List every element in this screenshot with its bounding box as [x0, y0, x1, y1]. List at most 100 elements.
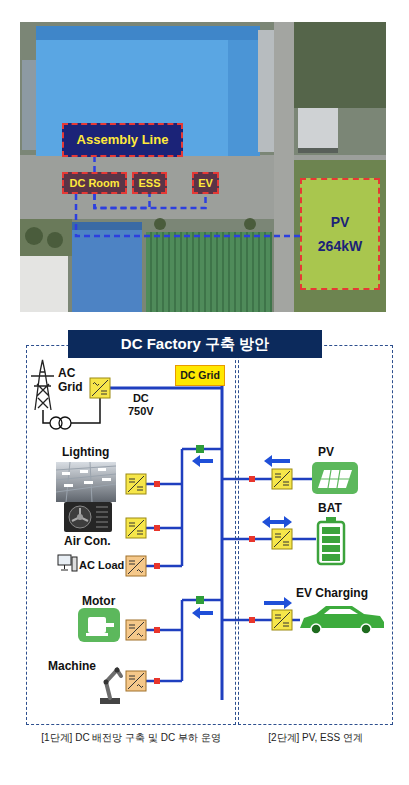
cable-route: [95, 194, 150, 208]
computer-icon: [58, 555, 71, 565]
diagram-title: DC Factory 구축 방안: [121, 335, 269, 352]
aerial-photo: [20, 22, 386, 312]
lighting-icon: [80, 470, 88, 473]
dc-bus-wiring: [146, 484, 182, 681]
lighting-icon: [56, 462, 116, 502]
aerial-photo: [290, 22, 386, 108]
converter-symbol: [90, 378, 110, 398]
aerial-photo: [298, 108, 338, 152]
source-label: BAT: [318, 502, 342, 516]
converter-symbol: [90, 378, 292, 691]
converter-symbol: [272, 610, 292, 630]
robot-icon: [100, 668, 121, 705]
load-label: Air Con.: [64, 535, 111, 549]
pv-icon: [318, 470, 352, 488]
junction-symbol: [196, 445, 204, 604]
load-label: Machine: [48, 660, 96, 674]
air-conditioner-icon: [77, 514, 83, 520]
box-text: PV: [331, 214, 350, 230]
flow-arrow: [192, 455, 292, 619]
load-label: AC Load: [79, 559, 124, 572]
breaker-symbol: [154, 476, 255, 684]
flow-arrow: [192, 455, 213, 467]
area-box: EV: [192, 172, 219, 194]
transformer-symbol: [59, 417, 71, 429]
pv-icon: [312, 462, 358, 494]
aerial-photo: [20, 256, 68, 312]
transformer-symbol: [43, 410, 50, 423]
pv-icon: [321, 470, 349, 488]
area-box: Assembly Line: [62, 123, 183, 157]
computer-icon: [72, 557, 77, 571]
flow-arrow: [262, 516, 292, 528]
aerial-photo: [146, 232, 272, 312]
aerial-photo: [154, 218, 166, 230]
region-heading: [1단계] DC 배전망 구축 및 DC 부하 운영: [41, 732, 220, 744]
aerial-photo: [228, 40, 260, 156]
region-heading: [2단계] PV, ESS 연계: [268, 732, 363, 744]
converter-symbol: [272, 469, 292, 489]
junction-symbol: [196, 445, 204, 453]
aerial-photo: [244, 218, 256, 230]
aerial-photo: [72, 222, 142, 230]
dc-grid-box: DC Grid: [175, 365, 225, 386]
flow-arrow: [264, 597, 292, 609]
robot-icon: [115, 668, 120, 673]
air-conditioner-icon: [64, 502, 112, 532]
power-pylon: [31, 360, 54, 410]
battery-icon: [322, 545, 340, 552]
flow-arrow: [192, 607, 213, 619]
breaker-symbol: [249, 536, 255, 542]
air-conditioner-icon: [69, 506, 91, 528]
aerial-photo: [36, 26, 260, 156]
dc-bus-wiring: [182, 449, 222, 600]
battery-icon: [318, 522, 344, 564]
lighting-icon: [102, 478, 111, 481]
aerial-photo: [20, 22, 386, 312]
air-conditioner-icon: [64, 502, 112, 532]
flow-arrow: [264, 455, 290, 467]
air-conditioner-icon: [96, 507, 108, 527]
computer-icon: [61, 565, 68, 570]
aerial-photo: [20, 219, 72, 256]
aerial-photo: [274, 22, 294, 312]
converter-symbol: [126, 518, 146, 538]
aerial-photo: [25, 227, 43, 245]
battery-icon: [318, 517, 344, 564]
motor-icon: [78, 608, 120, 642]
breaker-symbol: [154, 563, 160, 569]
junction-symbol: [196, 596, 204, 604]
load-label: Motor: [82, 595, 115, 609]
dc-bus-wiring: [110, 386, 316, 700]
battery-icon: [322, 527, 340, 534]
motor-icon: [88, 617, 106, 633]
converter-symbol: [126, 556, 146, 576]
aerial-photo: [36, 26, 260, 40]
battery-icon: [322, 554, 340, 561]
breaker-symbol: [249, 476, 255, 482]
breaker-symbol: [154, 481, 160, 487]
motor-icon: [86, 633, 108, 636]
breaker-symbol: [154, 678, 160, 684]
ev-car-icon: [361, 624, 371, 634]
load-label: Lighting: [62, 446, 109, 460]
converter-symbol: [126, 620, 146, 640]
robot-icon: [106, 670, 121, 698]
dc-bus-wiring: [221, 386, 224, 700]
ev-car-icon: [324, 609, 358, 614]
breaker-symbol: [154, 627, 160, 633]
box-text: 264kW: [318, 238, 362, 254]
air-conditioner-icon: [72, 508, 88, 521]
stage-region: [2단계] PV, ESS 연계: [238, 345, 393, 725]
voltage-label: DC 750V: [128, 392, 154, 417]
aerial-photo: [294, 160, 386, 312]
cable-route: [95, 194, 206, 208]
source-label: PV: [318, 446, 334, 460]
box-text: EV: [198, 177, 213, 190]
computer-icon: [58, 555, 77, 571]
motor-icon: [106, 623, 114, 627]
battery-icon: [322, 536, 340, 543]
area-box: ESS: [132, 172, 167, 194]
source-label: AC Grid: [58, 367, 83, 395]
